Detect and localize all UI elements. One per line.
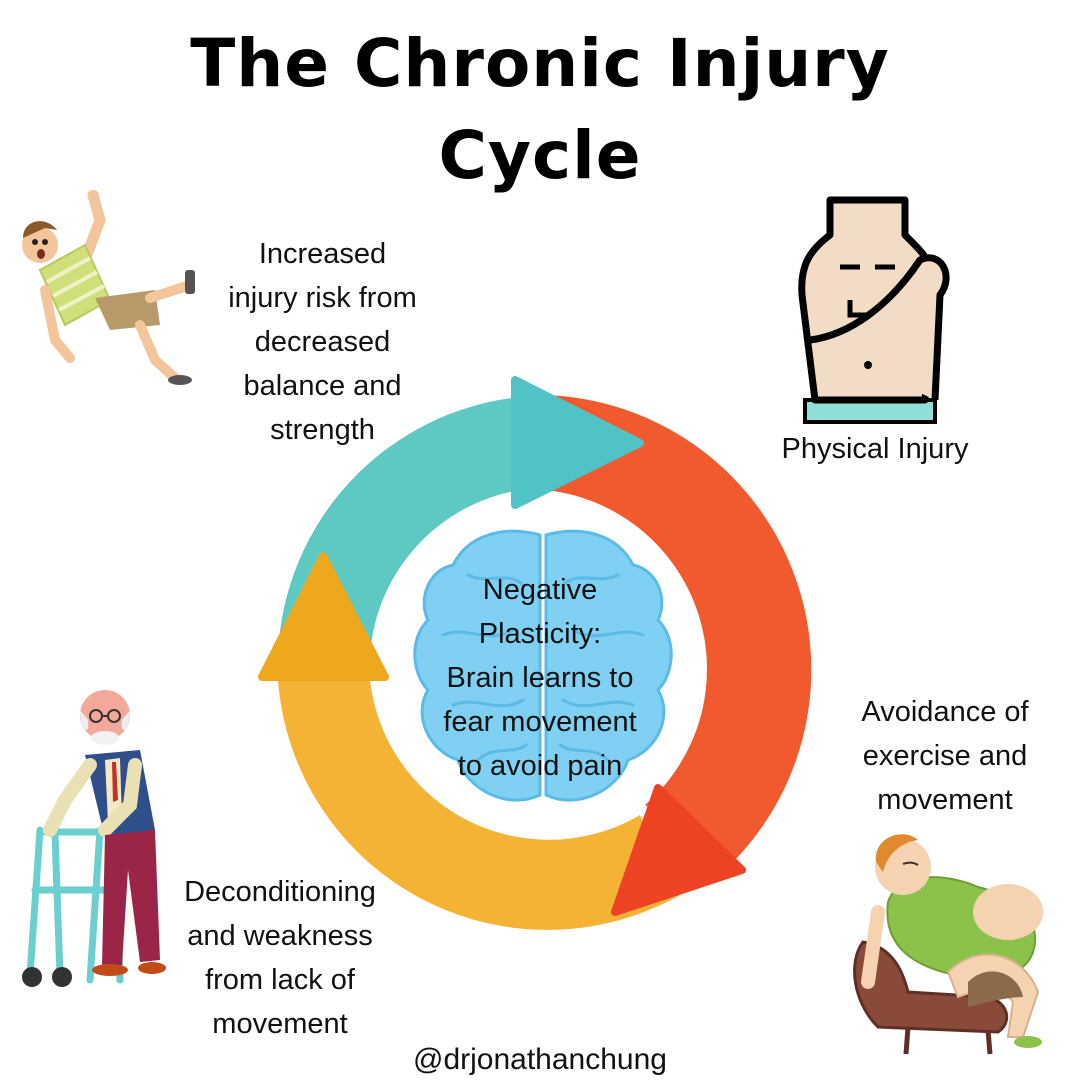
falling-man-icon — [22, 190, 195, 385]
elderly-walker-icon — [22, 690, 166, 987]
arrowhead-orange — [611, 784, 746, 916]
cycle-arc-orange — [545, 395, 812, 860]
label-line: exercise and — [862, 740, 1028, 772]
label-injury-risk: Increased injury risk from decreased bal… — [205, 232, 440, 452]
label-line: Avoidance of — [861, 696, 1029, 728]
center-line: Negative — [482, 574, 598, 606]
center-line: to avoid pain — [457, 750, 623, 782]
arrowhead-teal — [511, 376, 644, 509]
page-title: The Chronic Injury Cycle — [0, 18, 1080, 202]
label-line: injury risk from — [228, 282, 417, 314]
label-line: movement — [212, 1008, 348, 1040]
label-line: strength — [270, 414, 375, 446]
title-line-2: Cycle — [438, 117, 642, 194]
arrowhead-yellow — [258, 552, 389, 681]
center-line: Plasticity: — [478, 618, 602, 650]
label-line: decreased — [254, 326, 391, 358]
shoulder-injury-icon — [798, 196, 950, 424]
center-text: Negative Plasticity: Brain learns to fea… — [420, 568, 660, 788]
label-line: Deconditioning — [184, 876, 376, 908]
label-line: Increased — [258, 238, 387, 270]
center-line: Brain learns to — [446, 662, 634, 694]
brain-icon — [413, 529, 673, 802]
resting-person-icon — [853, 834, 1043, 1055]
label-line: Physical Injury — [781, 433, 969, 465]
label-physical-injury: Physical Injury — [765, 427, 985, 471]
label-line: and weakness — [187, 920, 373, 952]
author-handle: @drjonathanchung — [413, 1043, 667, 1076]
label-line: from lack of — [205, 964, 355, 996]
cycle-arc-yellow — [278, 680, 680, 930]
center-line: fear movement — [443, 706, 637, 738]
title-line-1: The Chronic Injury — [190, 25, 890, 102]
label-line: balance and — [243, 370, 402, 402]
label-deconditioning: Deconditioning and weakness from lack of… — [165, 870, 395, 1046]
label-avoidance: Avoidance of exercise and movement — [835, 690, 1055, 822]
label-line: movement — [877, 784, 1013, 816]
